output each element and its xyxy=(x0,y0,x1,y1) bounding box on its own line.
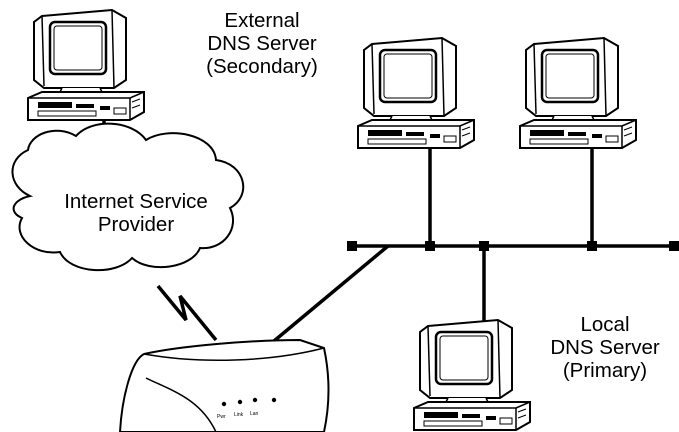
cloud-icon xyxy=(11,122,245,271)
router-led xyxy=(237,399,243,405)
bus-node-pc-a xyxy=(425,241,435,251)
link-isp-router-wan xyxy=(156,284,218,342)
bus-nodes xyxy=(347,241,679,251)
isp-label-line2: Provider xyxy=(97,213,175,236)
local-dns-label: Local DNS Server (Primary) xyxy=(534,313,676,382)
local-dns-label-line3: (Primary) xyxy=(562,359,648,382)
computer-icon xyxy=(356,36,476,150)
router-led-label: Pwr xyxy=(217,414,226,420)
isp-label: Internet Service Provider xyxy=(48,190,224,236)
local-dns-label-line2: DNS Server xyxy=(550,336,660,359)
router-led xyxy=(221,401,227,407)
bus-terminator-right xyxy=(669,241,679,251)
router-led-label: Link xyxy=(234,412,244,418)
bus-node-pc-b xyxy=(587,241,597,251)
link-router-bus xyxy=(266,244,390,348)
external-dns-label: External DNS Server (Secondary) xyxy=(192,9,332,78)
router-led xyxy=(271,397,277,403)
router-icon: Pwr Link Lan xyxy=(118,338,330,432)
router-led xyxy=(252,397,258,403)
router-led-label: Lan xyxy=(250,411,259,417)
external-dns-label-line1: External xyxy=(224,9,300,32)
bus-node-local-dns xyxy=(479,241,489,251)
isp-label-line1: Internet Service xyxy=(64,190,208,213)
bus-terminator-left xyxy=(347,241,357,251)
computer-icon xyxy=(26,8,146,122)
computer-icon xyxy=(412,318,532,432)
external-dns-label-line3: (Secondary) xyxy=(206,55,318,78)
computer-icon xyxy=(518,36,638,150)
local-dns-label-line1: Local xyxy=(580,313,630,336)
external-dns-label-line2: DNS Server xyxy=(207,32,317,55)
